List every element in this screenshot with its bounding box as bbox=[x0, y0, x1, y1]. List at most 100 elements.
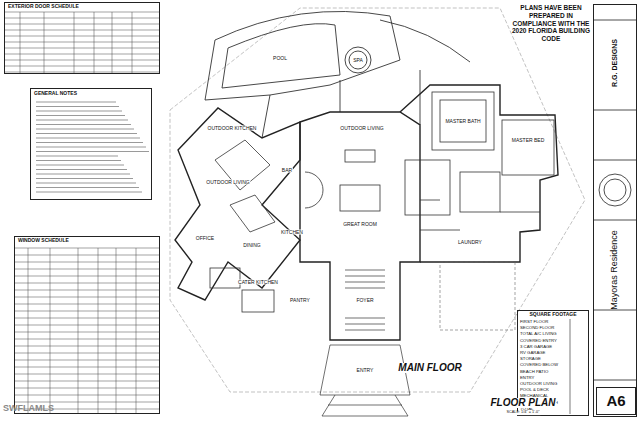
table-column-line bbox=[98, 248, 99, 414]
note-text-line bbox=[36, 182, 136, 183]
plan-label: DINING bbox=[242, 243, 262, 248]
tub bbox=[440, 100, 486, 142]
plan-label: FOYER bbox=[355, 298, 374, 303]
note-text-line bbox=[36, 187, 139, 188]
table-row-line bbox=[4, 72, 160, 73]
table-row-line bbox=[14, 318, 160, 319]
table-row-line bbox=[14, 332, 160, 333]
seal bbox=[599, 174, 631, 206]
round-bar bbox=[305, 172, 323, 208]
note-text-line bbox=[36, 160, 121, 161]
note-text-line bbox=[36, 155, 118, 156]
node-heading: GENERAL NOTES bbox=[31, 89, 151, 99]
note-text-line bbox=[36, 133, 137, 134]
plan-label: BAR bbox=[281, 168, 293, 173]
table-row-line bbox=[14, 290, 160, 291]
title-block: R.G. DESIGNS Mayoras ResidenceA6 bbox=[593, 4, 637, 417]
plan-label: SCALE: 1/4" = 1'-0" bbox=[505, 411, 540, 415]
node-heading: R.G. DESIGNS bbox=[611, 39, 619, 87]
table-row-line bbox=[14, 395, 160, 396]
plan-label: OUTDOOR KITCHEN bbox=[207, 126, 258, 131]
table-row-line bbox=[4, 48, 160, 49]
table-row-line bbox=[14, 262, 160, 263]
note-text-line bbox=[36, 169, 127, 170]
table-row-line bbox=[14, 248, 160, 249]
garage-outline bbox=[440, 262, 515, 330]
sheet-number-box: A6 bbox=[596, 387, 636, 415]
table-row-line bbox=[14, 339, 160, 340]
closet bbox=[405, 160, 450, 215]
closet-2 bbox=[460, 172, 500, 212]
plan-label: POOL bbox=[272, 56, 288, 61]
title-dividers bbox=[594, 20, 636, 380]
table-row-line bbox=[4, 66, 160, 67]
table-cell: COVERED ENTRY bbox=[520, 339, 557, 343]
table-row-line bbox=[14, 353, 160, 354]
table-row-line bbox=[14, 311, 160, 312]
plan-label: MASTER BATH bbox=[444, 119, 481, 124]
note-text-line bbox=[36, 115, 125, 116]
plan-label: OUTDOOR LIVING bbox=[205, 180, 250, 185]
dining-table bbox=[230, 195, 275, 232]
sofa bbox=[345, 150, 375, 162]
table-cell: STORAGE bbox=[520, 357, 541, 361]
table-column-line bbox=[44, 12, 45, 74]
plan-label: PANTRY bbox=[289, 298, 311, 303]
cater-room bbox=[242, 290, 274, 312]
property-lines bbox=[170, 8, 585, 392]
watermark: SWFLAMLS bbox=[3, 404, 54, 413]
table-row-line bbox=[14, 269, 160, 270]
note-text-line bbox=[36, 178, 133, 179]
interior bbox=[210, 92, 554, 312]
left-wing-wall bbox=[175, 108, 300, 300]
note-text-line bbox=[36, 128, 134, 129]
sqft-column bbox=[570, 319, 571, 414]
table-column-line bbox=[78, 248, 79, 414]
plan-label: OFFICE bbox=[195, 236, 215, 241]
table-row-line bbox=[14, 325, 160, 326]
title-block-lines bbox=[594, 20, 636, 380]
deck-outline bbox=[205, 11, 400, 100]
schedule-table: EXTERIOR DOOR SCHEDULE bbox=[4, 2, 160, 74]
plan-label: ENTRY bbox=[356, 368, 375, 373]
node-heading: EXTERIOR DOOR SCHEDULE bbox=[5, 3, 159, 11]
table-row-line bbox=[14, 297, 160, 298]
plan-title: FLOOR PLAN bbox=[490, 398, 557, 408]
spa-outer bbox=[345, 47, 371, 73]
table-row-line bbox=[4, 36, 160, 37]
table-column-line bbox=[136, 248, 137, 414]
seal-inner bbox=[604, 179, 626, 201]
table-row-line bbox=[4, 30, 160, 31]
small-room bbox=[210, 268, 240, 288]
table-row-line bbox=[14, 283, 160, 284]
table-column-line bbox=[112, 12, 113, 74]
stairs bbox=[320, 270, 410, 416]
note-text-line bbox=[36, 191, 142, 192]
table-row-line bbox=[14, 304, 160, 305]
deck-curve bbox=[380, 20, 470, 62]
compliance-note: PLANS HAVE BEEN PREPARED IN COMPLIANCE W… bbox=[508, 4, 594, 43]
sqft-lines bbox=[570, 319, 571, 414]
plan-label: MAIN FLOOR bbox=[397, 363, 462, 373]
table-row-line bbox=[14, 360, 160, 361]
table-row-line bbox=[14, 388, 160, 389]
plan-label: CATER KITCHEN bbox=[237, 280, 279, 285]
plan-label: MASTER BED bbox=[511, 138, 546, 143]
garage bbox=[440, 262, 515, 330]
partitions bbox=[420, 200, 540, 230]
note-text-line bbox=[36, 151, 149, 152]
table-cell: FIRST FLOOR bbox=[520, 320, 548, 324]
table-column-line bbox=[50, 248, 51, 414]
note-text-line bbox=[36, 142, 143, 143]
node-text: Mayoras Residence bbox=[610, 230, 620, 310]
table-row-line bbox=[4, 42, 160, 43]
node-heading: SQUARE FOOTAGE bbox=[518, 311, 588, 319]
table-row-line bbox=[14, 346, 160, 347]
note-text-line bbox=[36, 137, 140, 138]
lot-line bbox=[170, 8, 585, 392]
walls bbox=[175, 85, 558, 340]
note-text-line bbox=[36, 146, 146, 147]
pool-outline bbox=[222, 24, 340, 88]
plan-label: SPA bbox=[352, 58, 364, 63]
table-row-line bbox=[14, 276, 160, 277]
